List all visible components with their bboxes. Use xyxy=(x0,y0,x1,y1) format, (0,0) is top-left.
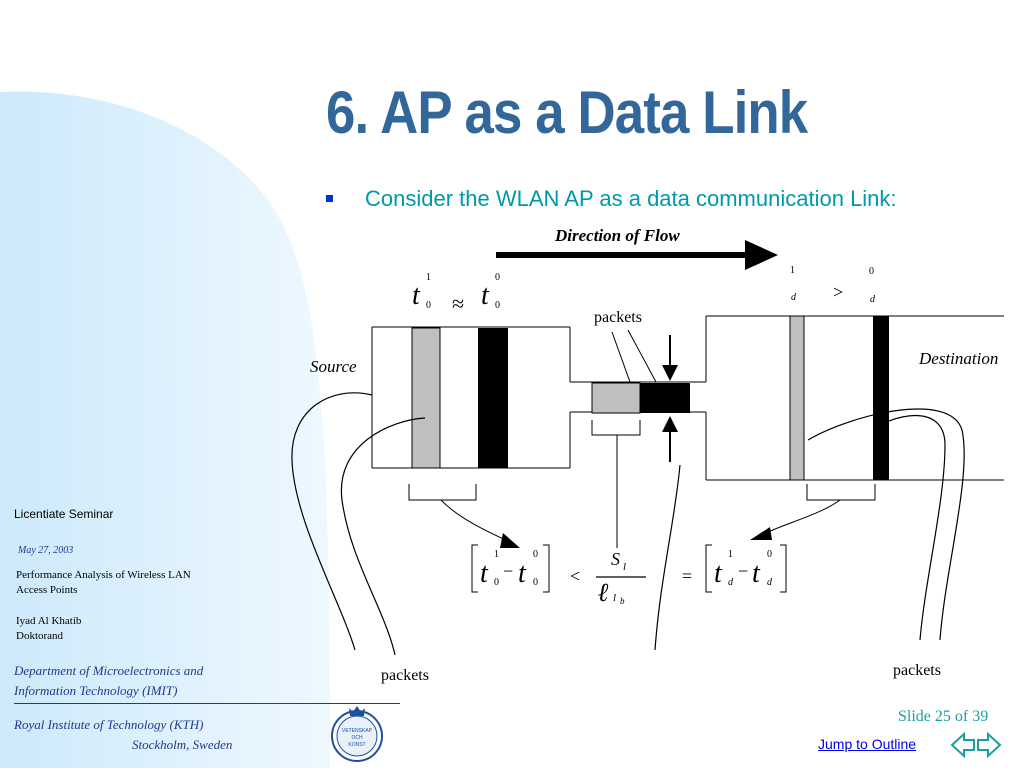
author-name: Iyad Al Khatib xyxy=(16,615,82,627)
destination-box xyxy=(705,315,1004,481)
dest-eq-sup2: 0 xyxy=(869,266,874,277)
logo-text-3: KONST xyxy=(348,742,365,748)
kth-logo-icon: VETENSKAP OCH KONST xyxy=(331,706,383,762)
source-label: Source xyxy=(310,357,357,376)
packets-label-left: packets xyxy=(381,667,429,684)
department-line2: Information Technology (IMIT) xyxy=(14,683,178,698)
institute-line2: Stockholm, Sweden xyxy=(132,737,233,752)
formula-eq: = xyxy=(682,566,693,586)
link-channel xyxy=(570,329,706,548)
formula-left-sup1: 1 xyxy=(494,549,499,560)
formula-right-sup1: 1 xyxy=(728,549,733,560)
thesis-title-line1: Performance Analysis of Wireless LAN xyxy=(16,569,191,581)
formula-left-sub2: 0 xyxy=(533,577,538,588)
dest-eq-sub1: d xyxy=(791,292,796,303)
slide-number: Slide 25 of 39 xyxy=(898,708,989,725)
formula-right-sup2: 0 xyxy=(767,549,772,560)
logo-text-1: VETENSKAP xyxy=(342,728,373,734)
formula-numerator-sub: l xyxy=(623,561,627,573)
formula-left-t2: t xyxy=(518,558,526,589)
slide-title: 6. AP as a Data Link xyxy=(326,79,808,146)
formula-right-sub1: d xyxy=(728,577,733,588)
dest-eq-sub2: d xyxy=(870,294,875,305)
bullet-text: Consider the WLAN AP as a data communica… xyxy=(365,186,897,211)
packets-label-top: packets xyxy=(594,309,642,326)
packets-label-right: packets xyxy=(893,662,941,679)
author-role: Doktorand xyxy=(16,630,64,642)
dest-gray-packet xyxy=(789,315,805,481)
jump-to-outline-link[interactable]: Jump to Outline xyxy=(818,736,917,752)
link-gray-packet xyxy=(591,382,641,414)
formula-left-sub1: 0 xyxy=(494,577,499,588)
source-box xyxy=(371,326,571,469)
navigation-arrows-icon[interactable] xyxy=(950,731,1002,759)
thesis-title-line2: Access Points xyxy=(16,584,78,596)
department-line1: Department of Microelectronics and xyxy=(14,663,204,678)
seminar-date: May 27, 2003 xyxy=(18,545,74,556)
formula-right-t2: t xyxy=(752,558,760,589)
direction-arrow xyxy=(496,240,778,270)
seminar-label: Licentiate Seminar xyxy=(14,507,114,521)
logo-text-2: OCH xyxy=(351,735,363,741)
formula-left-minus: − xyxy=(503,561,514,581)
dest-black-packet xyxy=(873,316,889,480)
source-eq-approx: ≈ xyxy=(452,291,465,316)
source-eq-sup1: 1 xyxy=(426,272,431,283)
source-eq-sup2: 0 xyxy=(495,272,500,283)
link-black-packet xyxy=(640,383,690,413)
formula-right-minus: − xyxy=(738,561,749,581)
formula-left-t1: t xyxy=(480,558,488,589)
formula-right-t1: t xyxy=(714,558,722,589)
destination-label: Destination xyxy=(919,349,999,368)
source-black-packet xyxy=(478,328,508,468)
bullet-icon xyxy=(326,195,333,202)
source-eq-sub1: 0 xyxy=(426,300,431,311)
formula-denominator: ℓ xyxy=(598,578,610,607)
formula-right-sub2: d xyxy=(767,577,772,588)
direction-label: Direction of Flow xyxy=(555,226,680,245)
formula-denominator-sub2: b xyxy=(620,596,625,606)
source-eq-sub2: 0 xyxy=(495,300,500,311)
formula-numerator: S xyxy=(611,549,620,569)
source-gray-packet xyxy=(411,327,441,469)
formula-denominator-sub: l xyxy=(613,592,617,604)
source-eq-t1: t xyxy=(412,280,420,311)
sidebar-divider xyxy=(14,703,400,704)
institute-line1: Royal Institute of Technology (KTH) xyxy=(14,717,204,732)
formula-left-sup2: 0 xyxy=(533,549,538,560)
dest-eq-sup1: 1 xyxy=(790,265,795,276)
source-eq-t2: t xyxy=(481,280,489,311)
dest-eq-gt: > xyxy=(833,282,844,302)
formula-lt: < xyxy=(570,566,581,586)
